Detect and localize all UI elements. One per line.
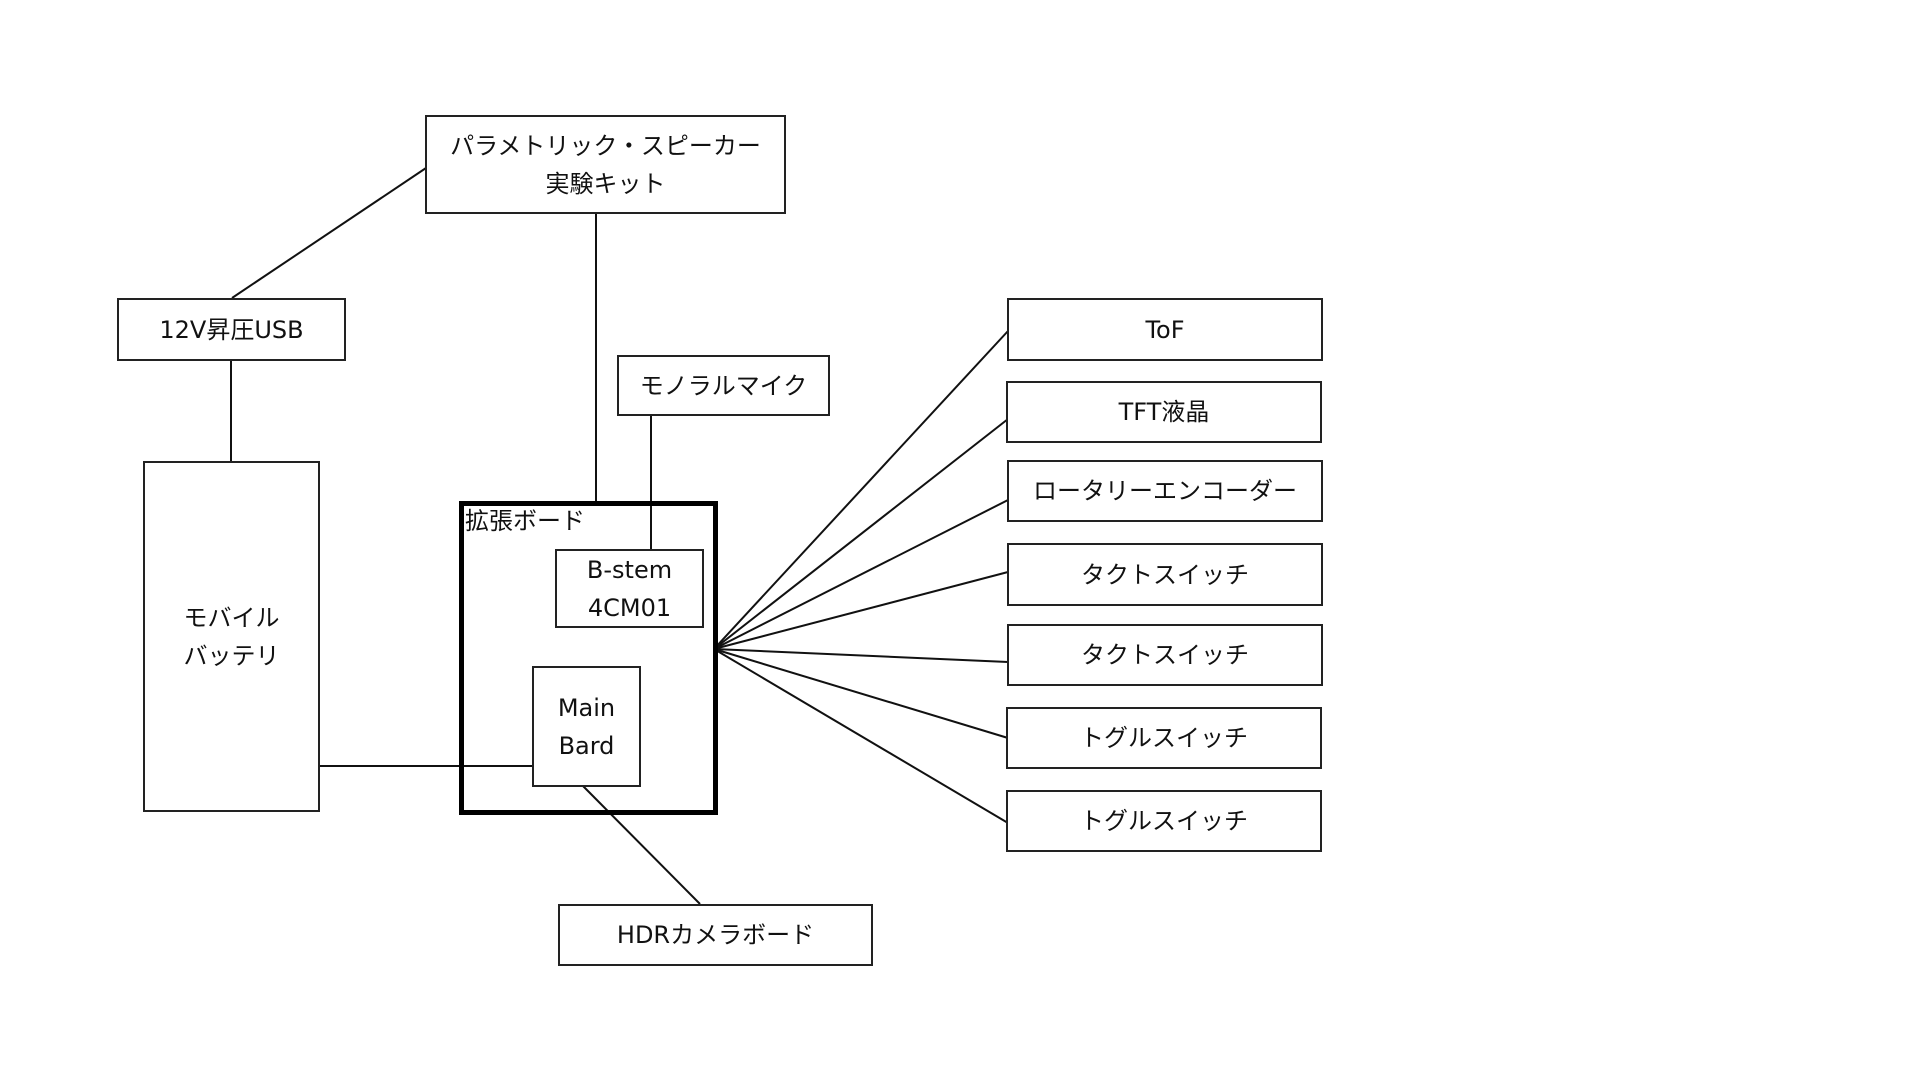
node-tact-switch-1: タクトスイッチ	[1007, 543, 1323, 606]
node-mobile-battery: モバイル バッテリ	[143, 461, 320, 812]
node-hdr-camera-board: HDRカメラボード	[558, 904, 873, 966]
node-label: モバイル バッテリ	[183, 603, 280, 670]
node-label: 12V昇圧USB	[159, 315, 304, 344]
node-expansion-board: 拡張ボード	[459, 501, 718, 815]
edge-expansion-tof	[713, 330, 1009, 650]
node-label: タクトスイッチ	[1081, 560, 1249, 589]
node-label: Main Bard	[557, 693, 616, 760]
node-rotary-encoder: ロータリーエンコーダー	[1007, 460, 1323, 522]
node-tft-lcd: TFT液晶	[1006, 381, 1322, 443]
node-label: 拡張ボード	[465, 507, 585, 535]
node-main-board: Main Bard	[532, 666, 641, 787]
node-label: トグルスイッチ	[1080, 807, 1248, 835]
edge-expansion-tft	[713, 418, 1009, 650]
edge-expansion-toggle2	[713, 648, 1009, 824]
node-mono-mic: モノラルマイク	[617, 355, 830, 416]
node-label: ToF	[1145, 315, 1185, 344]
node-tof: ToF	[1007, 298, 1323, 361]
edge-speaker-usb12v	[231, 167, 427, 299]
node-label: トグルスイッチ	[1080, 724, 1248, 752]
node-toggle-switch-2: トグルスイッチ	[1006, 790, 1322, 852]
edge-expansion-toggle1	[713, 648, 1009, 739]
node-tact-switch-2: タクトスイッチ	[1007, 624, 1323, 686]
node-label: HDRカメラボード	[616, 921, 815, 949]
edge-expansion-tact2	[713, 648, 1009, 663]
node-label: ロータリーエンコーダー	[1033, 477, 1297, 505]
node-parametric-speaker-kit: パラメトリック・スピーカー 実験キット	[425, 115, 786, 214]
node-label: TFT液晶	[1118, 398, 1210, 426]
edge-expansion-tact1	[713, 571, 1009, 650]
node-toggle-switch-1: トグルスイッチ	[1006, 707, 1322, 769]
node-label: パラメトリック・スピーカー 実験キット	[450, 131, 761, 198]
edge-mainboard-hdrcam	[582, 785, 701, 905]
node-label: モノラルマイク	[639, 371, 808, 400]
edge-expansion-rotary	[713, 499, 1009, 650]
node-label: タクトスイッチ	[1081, 641, 1249, 669]
node-bstem-4cm01: B-stem 4CM01	[555, 549, 704, 628]
node-12v-boost-usb: 12V昇圧USB	[117, 298, 346, 361]
node-label: B-stem 4CM01	[586, 555, 673, 622]
